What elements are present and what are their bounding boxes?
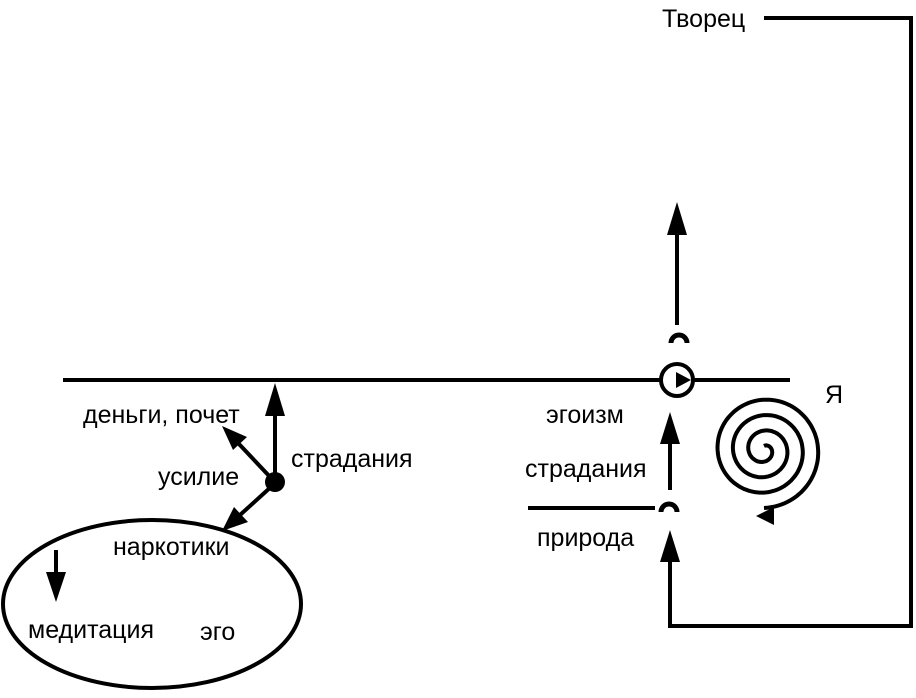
circle-inner-arrowhead bbox=[676, 372, 691, 388]
creator-loop-line bbox=[668, 16, 913, 628]
meditation-arrowhead bbox=[46, 572, 66, 602]
self-spiral bbox=[715, 397, 821, 510]
suffering-left-arrowhead bbox=[265, 383, 285, 416]
creator-label: Творец bbox=[662, 5, 745, 33]
drugs-arrowhead bbox=[222, 507, 248, 531]
suffering-left-label: страдания bbox=[291, 445, 413, 473]
drugs-label: наркотики bbox=[113, 533, 230, 561]
nature-up-arrowhead bbox=[660, 530, 680, 562]
meditation-label: медитация bbox=[28, 616, 154, 644]
ego-ellipse bbox=[1, 518, 303, 690]
money-honor-label: деньги, почет bbox=[83, 401, 240, 429]
drugs-arrow-shaft bbox=[238, 484, 274, 517]
upper-notch bbox=[668, 332, 690, 344]
effort-label: усилие bbox=[158, 463, 239, 491]
effort-arrow-shaft bbox=[237, 442, 274, 481]
egoism-label: эгоизм bbox=[546, 401, 624, 429]
self-label: Я bbox=[825, 381, 843, 409]
upward-arrowhead bbox=[667, 202, 687, 235]
spiral-arrowhead bbox=[756, 507, 774, 525]
nature-label: природа bbox=[537, 524, 634, 552]
suffering-right-arrowhead bbox=[660, 412, 680, 444]
effort-arrowhead bbox=[222, 426, 247, 450]
suffering-right-label: страдания bbox=[525, 455, 647, 483]
lower-notch bbox=[658, 501, 680, 513]
ego-label: эго bbox=[200, 618, 235, 646]
